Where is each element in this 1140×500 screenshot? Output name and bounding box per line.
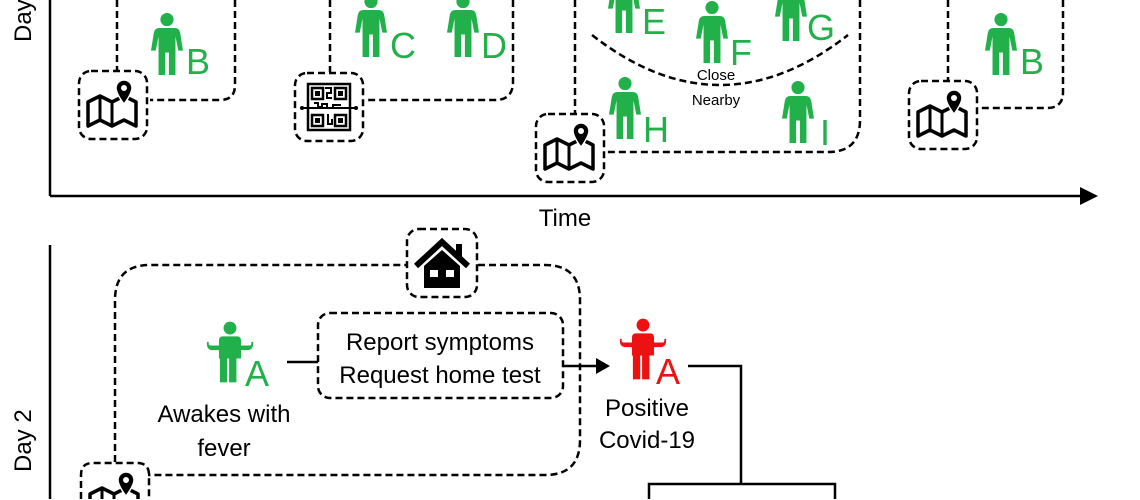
map-pin-icon: [534, 112, 606, 184]
person-e-icon: [608, 0, 640, 34]
positive-caption-line1: Positive: [605, 395, 689, 422]
person-label: H: [643, 109, 669, 150]
person-label: G: [807, 7, 835, 48]
person-label: C: [390, 25, 416, 66]
person-b-icon: [151, 12, 183, 76]
person-i-icon: [782, 80, 814, 144]
top-day-label: Day: [10, 0, 37, 42]
person-a-label: A: [245, 353, 269, 394]
map-pin-icon: [907, 79, 979, 151]
person-h-icon: [609, 76, 641, 140]
close-zone-label: Close: [697, 67, 735, 84]
person-label: I: [820, 112, 830, 153]
map-pin-icon: [77, 69, 149, 141]
report-symptoms-text: Report symptoms: [346, 329, 534, 356]
map-pin-icon: [79, 461, 151, 499]
time-axis-arrow: [1080, 187, 1098, 205]
person-b-icon: [985, 12, 1017, 76]
person-d-icon: [447, 0, 479, 58]
person-label: F: [730, 32, 752, 73]
nearby-zone-label: Nearby: [692, 92, 741, 109]
house-icon: [405, 227, 479, 299]
person-label: B: [1020, 41, 1044, 82]
positive-caption-line2: Covid-19: [599, 427, 695, 454]
person-a-label: A: [656, 351, 680, 392]
person-g-icon: [775, 0, 807, 42]
next-step-box: [647, 482, 837, 499]
person-label: D: [481, 25, 507, 66]
result-connector: [688, 364, 743, 484]
time-axis-label: Time: [539, 205, 591, 232]
qr-code-icon: [293, 71, 365, 143]
person-f-icon: [696, 0, 728, 64]
person-label: B: [186, 41, 210, 82]
arrow-head: [596, 358, 610, 374]
request-home-test-text: Request home test: [339, 362, 541, 389]
action-box: [316, 311, 565, 400]
group2-boundary: [365, 0, 515, 102]
person-c-icon: [355, 0, 387, 58]
group3-boundary: [606, 0, 862, 154]
group4-boundary: [980, 0, 1065, 110]
awakes-caption-line2: fever: [197, 435, 250, 462]
day-2-label: Day 2: [10, 409, 37, 472]
home-boundary: [113, 263, 582, 477]
person-label: E: [642, 1, 666, 42]
awakes-caption-line1: Awakes with: [158, 401, 291, 428]
